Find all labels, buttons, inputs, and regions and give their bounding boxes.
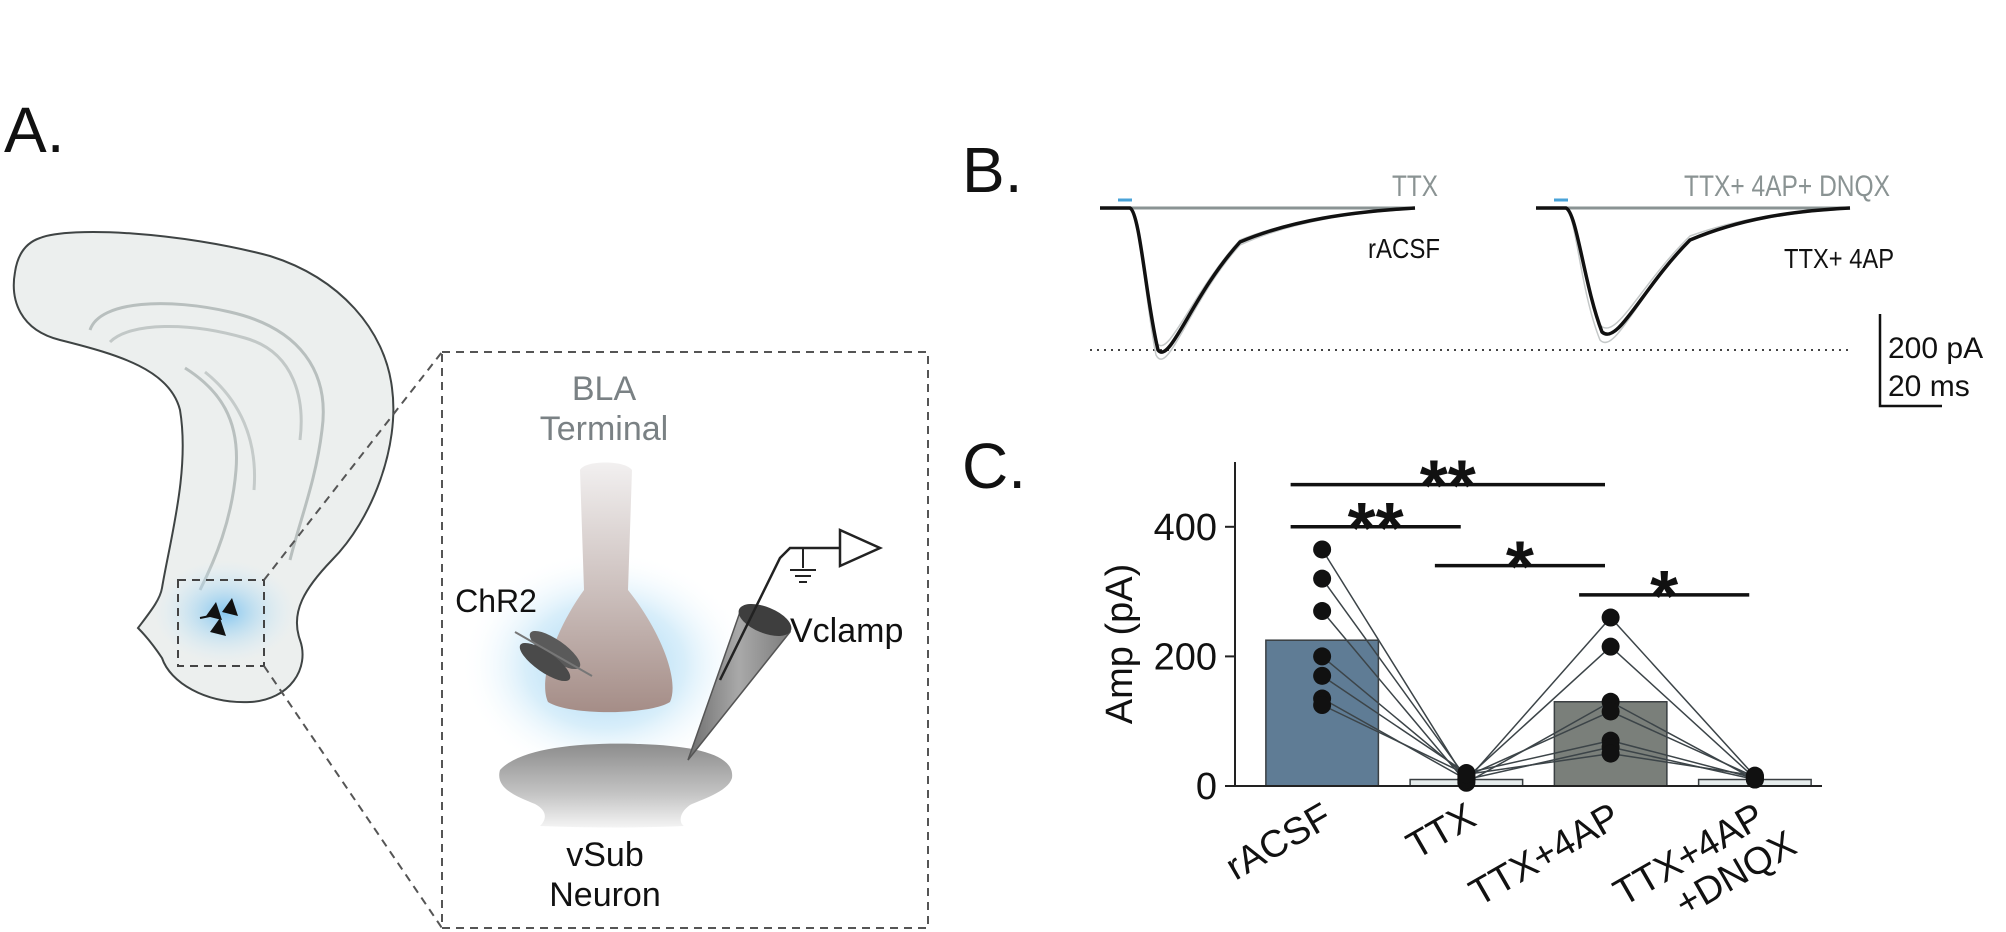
paired-line	[1466, 710, 1611, 777]
paired-line	[1321, 675, 1467, 774]
trace-racsf-label: rACSF	[1368, 233, 1440, 264]
paired-line	[1321, 610, 1467, 784]
panel-b-label: B.	[962, 134, 1022, 206]
category-label: TTX	[1400, 795, 1483, 867]
data-point	[1745, 766, 1764, 785]
y-axis-label: Amp (pA)	[1099, 564, 1141, 724]
data-point	[1313, 647, 1332, 666]
trace-ttx-label: TTX	[1392, 170, 1438, 203]
amplifier-icon	[838, 528, 884, 568]
trace-racsf-mean	[1100, 206, 1416, 354]
brain-slice	[12, 231, 395, 704]
y-tick-label: 400	[1154, 507, 1217, 549]
paired-line	[1610, 617, 1756, 777]
slice-neurons	[199, 598, 238, 636]
scale-bar-time-label: 20 ms	[1888, 370, 1970, 403]
trace-racsf-individual	[1100, 207, 1416, 347]
zoom-line	[263, 351, 443, 581]
paired-line	[1321, 549, 1468, 782]
significance-stars: *	[1650, 557, 1678, 637]
data-point	[1313, 666, 1332, 685]
y-tick-label: 200	[1154, 636, 1217, 678]
vclamp-label: Vclamp	[790, 612, 903, 650]
panel-a-label: A.	[4, 94, 64, 166]
paired-line	[1465, 617, 1612, 782]
paired-line	[1466, 752, 1611, 776]
paired-line	[1610, 746, 1756, 781]
terminal-label: Terminal	[540, 410, 668, 448]
data-point	[1313, 569, 1332, 588]
paired-line	[1321, 578, 1467, 779]
chr2-icon	[514, 630, 593, 682]
data-point	[1457, 765, 1476, 784]
slice-contour	[108, 324, 303, 441]
data-point	[1601, 744, 1620, 763]
panel-c-label: C.	[962, 430, 1026, 502]
significance-stars: **	[1348, 489, 1404, 569]
bla-terminal	[545, 462, 673, 713]
slice-inset-box	[177, 579, 265, 667]
trace-4ap-label: TTX+ 4AP	[1784, 243, 1894, 274]
trace-dnqx-label: TTX+ 4AP+ DNQX	[1684, 170, 1890, 203]
y-tick-label: 0	[1196, 766, 1217, 808]
paired-line	[1466, 701, 1611, 784]
trace-4ap-group: TTX+ 4AP+ DNQX TTX+ 4AP	[1536, 170, 1894, 344]
data-point	[1313, 696, 1332, 714]
trace-4ap-mean	[1536, 206, 1851, 336]
data-point	[1313, 602, 1332, 621]
data-point	[1313, 540, 1332, 559]
trace-racsf-group: TTX rACSF	[1100, 170, 1440, 360]
slice-contour	[88, 302, 325, 561]
data-point	[1601, 637, 1620, 656]
paired-line	[1610, 710, 1756, 778]
paired-line	[1610, 646, 1756, 779]
category-label: rACSF	[1219, 795, 1339, 888]
category-label: TTX+4AP	[1463, 795, 1628, 914]
paired-line	[1466, 739, 1611, 774]
scale-bar-amp-label: 200 pA	[1888, 332, 1983, 365]
category-label-line: TTX+4AP	[1463, 795, 1628, 914]
category-label-line: rACSF	[1219, 795, 1339, 888]
electrode-wire	[718, 546, 840, 681]
significance-stars: *	[1506, 528, 1534, 608]
zoom-line	[263, 665, 443, 929]
pipette-opening	[738, 604, 792, 636]
slice-contour	[184, 366, 239, 591]
neuron-label: Neuron	[549, 876, 661, 914]
category-label: TTX+4AP+DNQX	[1607, 788, 1804, 932]
data-point	[1601, 608, 1620, 627]
data-point	[1601, 702, 1620, 721]
panel-b: B. TTX rACSF TTX+ 4AP+ DNQX TTX+ 4AP 200…	[962, 134, 1983, 408]
paired-line	[1321, 704, 1467, 776]
paired-line	[1465, 646, 1612, 779]
panel-a: A.	[4, 94, 929, 929]
chr2-label: ChR2	[455, 583, 537, 619]
vsub-neuron	[499, 743, 733, 828]
scale-bar	[1878, 314, 1942, 408]
trace-4ap-individual	[1536, 208, 1851, 344]
significance-stars: **	[1420, 447, 1476, 527]
paired-line	[1610, 752, 1755, 777]
slice-contour	[204, 370, 257, 491]
terminal-label: BLA	[572, 370, 637, 408]
neuron-label: vSub	[566, 836, 644, 874]
category-label-line: TTX	[1400, 795, 1483, 867]
